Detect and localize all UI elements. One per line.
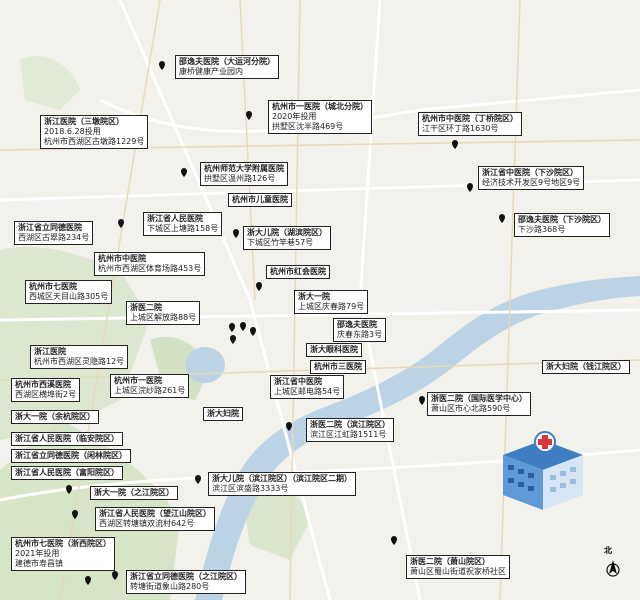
hospital-label: 浙医二院（萧山院区）萧山区蜀山街道祝家桥社区 <box>406 555 510 579</box>
map-pin-icon <box>452 140 458 149</box>
hospital-label: 浙江省人民医院（临安院区） <box>11 432 123 446</box>
map-pin-icon <box>240 322 246 331</box>
hospital-label: 杭州师范大学附属医院拱墅区温州路126号 <box>200 162 288 186</box>
hospital-label: 杭州市红会医院 <box>266 265 330 279</box>
map-pin-icon <box>391 536 397 545</box>
map-pin-icon <box>246 111 252 120</box>
location-pin-icons <box>66 61 505 585</box>
map-pin-icon <box>286 422 292 431</box>
map-pin-icon <box>229 323 235 332</box>
map-pin-icon <box>118 219 124 228</box>
hospital-label: 浙江省人民医院（望江山院区）西湖区转塘镇双流村642号 <box>95 507 215 531</box>
map-pin-icon <box>256 282 262 291</box>
map-pin-icon <box>419 396 425 405</box>
hospital-label: 浙大儿院（滨江院区）（滨江院区二期）滨江区滨盛路3333号 <box>208 472 356 496</box>
map-pin-icon <box>72 510 78 519</box>
north-arrow-icon <box>606 560 620 577</box>
hospital-label: 浙江省中医院上城区邮电路54号 <box>270 375 345 399</box>
hospital-label: 浙江医院杭州市西湖区灵隐路12号 <box>30 345 129 369</box>
hospital-label: 浙江省人民医院下城区上塘路158号 <box>143 212 223 236</box>
map-pin-icon <box>112 571 118 580</box>
hospital-label: 杭州市中医院（丁桥院区）江干区环丁路1630号 <box>418 112 522 136</box>
hospital-label: 浙江省立同德医院（之江院区）转塘街道象山路280号 <box>126 570 246 594</box>
map-pin-icon <box>230 335 236 344</box>
hospital-label: 浙江医院（三墩院区）2018.6.28投用杭州市西湖区古墩路1229号 <box>40 115 149 149</box>
hospital-label: 浙医二院（国际医学中心）萧山区市心北路590号 <box>427 392 531 416</box>
hospital-label: 邵逸夫医院（大运河分院）康桥健康产业园内 <box>175 55 279 79</box>
hospital-label: 杭州市七医院西城区天目山路305号 <box>25 280 113 304</box>
map-pin-icon <box>181 168 187 177</box>
map-pin-icon <box>66 485 72 494</box>
hospital-label: 浙江省人民医院（富阳院区） <box>11 466 123 480</box>
hospital-label: 浙江省中医院（下沙院区）经济技术开发区9号地区9号 <box>478 166 585 190</box>
hospital-label: 浙大一院上城区庆春路79号 <box>294 290 369 314</box>
hospital-label: 杭州市三医院 <box>310 360 366 374</box>
hospital-label: 浙大一院（余杭院区） <box>11 410 99 424</box>
hospital-building-icon <box>503 431 583 510</box>
hospital-label: 浙大眼科医院 <box>306 343 362 357</box>
map-pin-icon <box>499 214 505 223</box>
hospital-label: 杭州市中医院杭州市西湖区体育场路453号 <box>94 252 206 276</box>
map-pin-icon <box>467 183 473 192</box>
hospital-label: 浙江省立同德医院（闲林院区） <box>11 449 131 463</box>
hospital-label: 浙大一院（之江院区） <box>90 486 178 500</box>
hospital-label: 浙大妇院（钱江院区） <box>542 360 630 374</box>
hospital-label: 浙大儿院（湖滨院区）下城区竹竿巷57号 <box>243 226 331 250</box>
north-label: 北 <box>604 546 612 555</box>
hospital-label: 杭州市西溪医院西湖区横埠街2号 <box>11 378 81 402</box>
map-pin-icon <box>233 229 239 238</box>
hospital-label: 邵逸夫医院庆春东路3号 <box>333 318 387 342</box>
hospital-label: 浙医二院（滨江院区）滨江区江虹路1511号 <box>306 418 394 442</box>
map-pin-icon <box>195 475 201 484</box>
hospital-label: 邵逸夫医院（下沙院区）下沙路368号 <box>514 213 610 237</box>
map-pin-icon <box>250 327 256 336</box>
map-pin-icon <box>85 576 91 585</box>
hospital-label: 杭州市儿童医院 <box>228 193 292 207</box>
hospital-label: 浙江省立同德医院西湖区古翠路234号 <box>14 221 94 245</box>
map-pin-icon <box>159 61 165 70</box>
hospital-label: 杭州市一医院（城北分院）2020年投用拱墅区沈半路469号 <box>268 100 372 134</box>
hospital-label: 浙医二院上城区解放路88号 <box>126 301 201 325</box>
hospital-label: 杭州市一医院上城区浣纱路261号 <box>110 374 190 398</box>
hospital-label: 杭州市七医院（浙西院区）2021年投用建德市寿昌镇 <box>11 537 115 571</box>
hospital-label: 浙大妇院 <box>203 407 243 421</box>
